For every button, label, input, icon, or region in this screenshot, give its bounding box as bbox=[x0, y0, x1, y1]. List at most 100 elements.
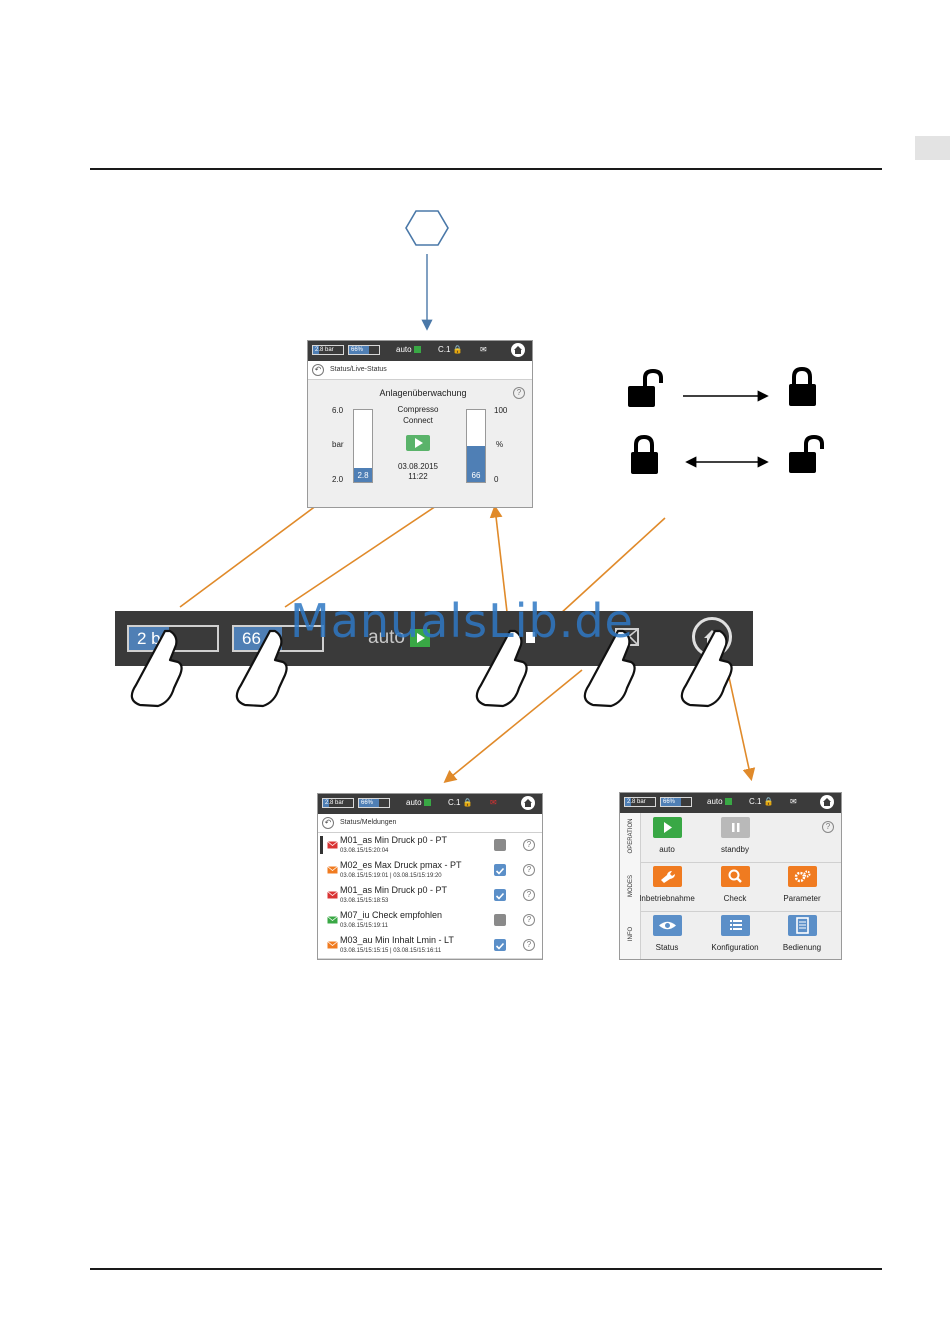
level-gauge[interactable]: 66% bbox=[358, 798, 390, 808]
play-icon bbox=[415, 438, 423, 448]
acknowledge-checkbox[interactable] bbox=[494, 864, 506, 876]
message-time: 03.08.15/15:19:01 | 03.08.15/15:19:20 bbox=[340, 873, 442, 879]
acknowledge-checkbox[interactable] bbox=[494, 839, 506, 851]
message-title: M01_as Min Druck p0 - PT bbox=[340, 885, 448, 895]
message-title: M03_au Min Inhalt Lmin - LT bbox=[340, 935, 454, 945]
time: 11:22 bbox=[408, 472, 428, 481]
envelope-icon bbox=[327, 841, 338, 849]
commissioning-button[interactable] bbox=[653, 866, 682, 887]
mode-indicator[interactable]: auto bbox=[707, 796, 732, 808]
level-max: 100 bbox=[494, 406, 508, 415]
pressure-bar: 2.8 bbox=[353, 409, 373, 483]
help-icon[interactable]: ? bbox=[523, 889, 535, 901]
watermark: ManualsLib.de bbox=[290, 594, 634, 648]
play-icon bbox=[410, 628, 431, 647]
message-row[interactable]: M01_as Min Druck p0 - PT 03.08.15/15:18:5… bbox=[318, 883, 542, 909]
home-button[interactable] bbox=[820, 795, 834, 809]
message-time: 03.08.15/15:15:15 | 03.08.15/15:16:11 bbox=[340, 948, 442, 954]
pressure-value: 2.8 bbox=[357, 471, 369, 480]
footer-rule bbox=[90, 1268, 882, 1270]
section-column bbox=[620, 813, 641, 959]
menu-screen: 2.8 bar 66% auto C.1 🔒 ✉ OPERATION MODES… bbox=[619, 792, 842, 960]
status-button[interactable] bbox=[653, 915, 682, 936]
message-time: 03.08.15/15:18:53 bbox=[340, 898, 389, 904]
auto-button[interactable] bbox=[653, 817, 682, 838]
status-bar: 2.8 bar 66% auto C.1 🔒 ✉ bbox=[308, 341, 532, 361]
lock-icon: 🔒 bbox=[763, 797, 774, 806]
play-button[interactable] bbox=[406, 435, 430, 451]
acknowledge-checkbox[interactable] bbox=[494, 914, 506, 926]
home-button[interactable] bbox=[511, 343, 525, 357]
breadcrumb: ↶ Status/Live-Status bbox=[308, 361, 532, 380]
locked-icon bbox=[631, 434, 658, 474]
parameter-button[interactable] bbox=[788, 866, 817, 887]
pressure-gauge[interactable]: 2.8 bar bbox=[322, 798, 354, 808]
play-icon bbox=[413, 346, 421, 354]
check-button[interactable] bbox=[721, 866, 750, 887]
parameter-label: Parameter bbox=[783, 894, 821, 903]
level-gauge[interactable]: 66% bbox=[660, 797, 692, 807]
message-row[interactable]: M03_au Min Inhalt Lmin - LT 03.08.15/15:1… bbox=[318, 933, 542, 959]
device-name-2: Connect bbox=[403, 416, 433, 425]
operation-manual-button[interactable] bbox=[788, 915, 817, 936]
controller-label[interactable]: C.1 🔒 bbox=[438, 345, 463, 354]
chapter-tab bbox=[915, 136, 950, 160]
mail-icon[interactable]: ✉ bbox=[480, 345, 487, 354]
help-icon[interactable]: ? bbox=[822, 821, 834, 833]
mode-indicator[interactable]: auto bbox=[406, 797, 431, 809]
mode-indicator[interactable]: auto bbox=[396, 344, 421, 356]
acknowledge-checkbox[interactable] bbox=[494, 889, 506, 901]
lock-icon: 🔒 bbox=[462, 798, 473, 807]
wrench-icon bbox=[661, 871, 675, 883]
message-title: M07_iu Check empfohlen bbox=[340, 910, 443, 920]
live-status-screen: 2.8 bar 66% auto C.1 🔒 ✉ ↶ Status/Live-S… bbox=[307, 340, 533, 508]
hand-icon bbox=[235, 629, 288, 708]
pressure-gauge[interactable]: 2.8 bar bbox=[312, 345, 344, 355]
message-row[interactable]: M01_as Min Druck p0 - PT 03.08.15/15:20:0… bbox=[318, 833, 542, 859]
help-icon[interactable]: ? bbox=[523, 914, 535, 926]
envelope-icon bbox=[327, 891, 338, 899]
message-time: 03.08.15/15:20:04 bbox=[340, 848, 389, 854]
help-icon[interactable]: ? bbox=[523, 839, 535, 851]
device-name-1: Compresso bbox=[397, 405, 439, 414]
level-bar: 66 bbox=[466, 409, 486, 483]
home-button[interactable] bbox=[521, 796, 535, 810]
back-button[interactable]: ↶ bbox=[312, 364, 324, 376]
mail-icon[interactable]: ✉ bbox=[790, 797, 797, 806]
hand-icon bbox=[680, 629, 733, 708]
configuration-button[interactable] bbox=[721, 915, 750, 936]
checkmark-icon bbox=[495, 867, 505, 875]
status-label: Status bbox=[655, 943, 679, 952]
level-value: 66 bbox=[471, 471, 481, 480]
breadcrumb-text: Status/Meldungen bbox=[340, 819, 397, 826]
message-title: M01_as Min Druck p0 - PT bbox=[340, 835, 448, 845]
pressure-gauge[interactable]: 2.8 bar bbox=[624, 797, 656, 807]
controller-label[interactable]: C.1 🔒 bbox=[448, 798, 473, 807]
checkmark-icon bbox=[495, 892, 505, 900]
home-icon bbox=[514, 346, 522, 354]
help-icon[interactable]: ? bbox=[513, 387, 525, 399]
document-icon bbox=[796, 917, 809, 934]
back-button[interactable]: ↶ bbox=[322, 817, 334, 829]
play-icon bbox=[724, 798, 732, 806]
auto-label: auto bbox=[659, 845, 675, 854]
unlocked-icon bbox=[628, 368, 663, 407]
level-min: 0 bbox=[494, 475, 499, 484]
help-icon[interactable]: ? bbox=[523, 864, 535, 876]
status-bar: 2.8 bar 66% auto C.1 🔒 ✉ bbox=[318, 794, 542, 814]
mode-indicator[interactable]: auto bbox=[368, 627, 431, 649]
mail-icon[interactable]: ✉ bbox=[490, 798, 497, 807]
standby-button[interactable] bbox=[721, 817, 750, 838]
header-rule bbox=[90, 168, 882, 170]
envelope-icon bbox=[327, 916, 338, 924]
help-icon[interactable]: ? bbox=[523, 939, 535, 951]
breadcrumb: ↶ Status/Meldungen bbox=[318, 814, 542, 833]
level-gauge[interactable]: 66% bbox=[348, 345, 380, 355]
pressure-max: 6.0 bbox=[332, 406, 344, 415]
acknowledge-checkbox[interactable] bbox=[494, 939, 506, 951]
controller-label[interactable]: C.1 🔒 bbox=[749, 797, 774, 806]
message-list: M01_as Min Druck p0 - PT 03.08.15/15:20:0… bbox=[318, 833, 542, 959]
